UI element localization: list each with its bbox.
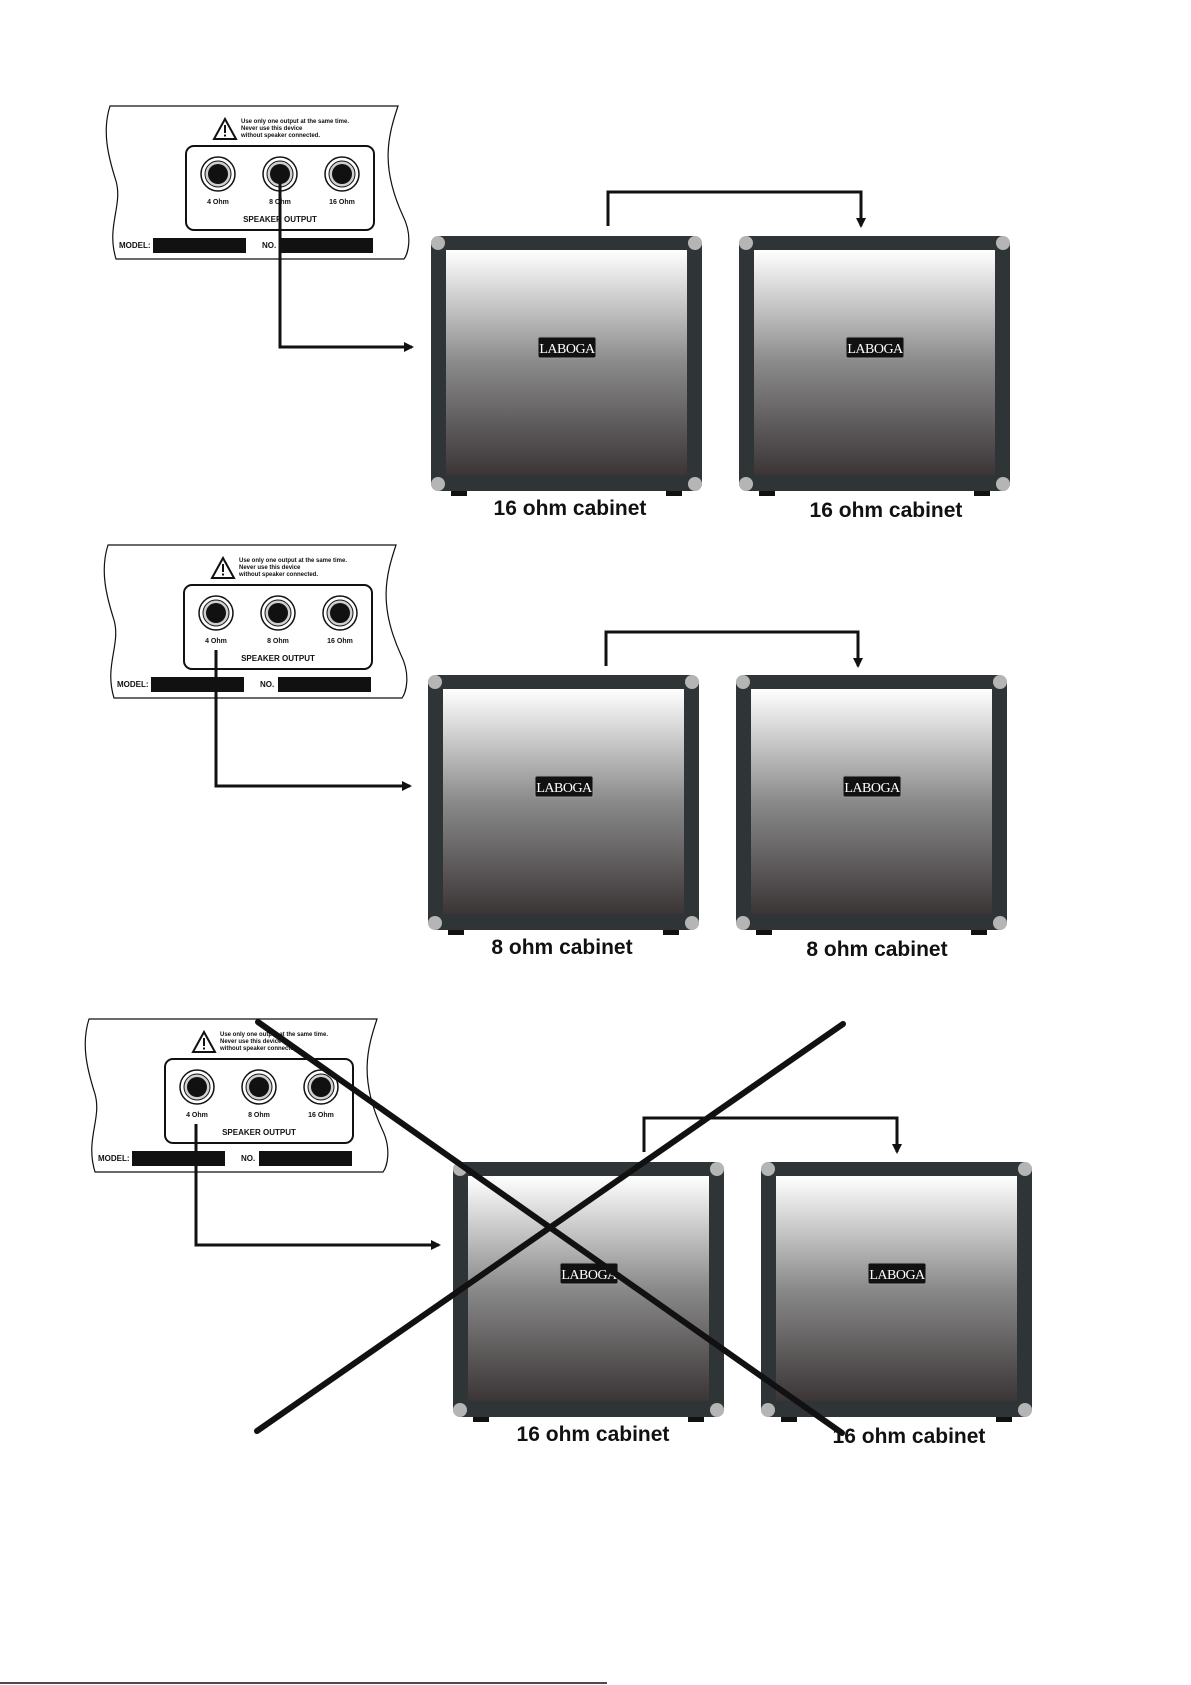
- amp-to-cabinet-cable: [214, 650, 412, 791]
- model-label: MODEL:: [98, 1154, 130, 1163]
- panel-outline: [105, 105, 410, 260]
- cabinet-label: 16 ohm cabinet: [810, 499, 963, 522]
- speaker-cabinet: LABOGA: [739, 236, 1010, 496]
- laboga-logo: LABOGA: [537, 336, 597, 359]
- diagram-2: Use only one output at the same time. Ne…: [103, 544, 1007, 961]
- jack-label-4-ohm: 4 Ohm: [205, 638, 227, 645]
- cabinet-label: 16 ohm cabinet: [494, 497, 647, 520]
- cabinet-label: 8 ohm cabinet: [491, 936, 632, 959]
- warning-line-1: Use only one output at the same time.: [239, 558, 347, 564]
- svg-text:LABOGA: LABOGA: [561, 1268, 618, 1283]
- laboga-logo: LABOGA: [534, 775, 594, 798]
- warning-line-3: without speaker connected.: [240, 133, 320, 139]
- cabinet-link-cable: [606, 190, 866, 228]
- warning-line-2: Never use this device: [220, 1039, 282, 1045]
- laboga-logo: LABOGA: [845, 336, 905, 359]
- model-label: MODEL:: [117, 680, 149, 689]
- warning-line-3: without speaker connected.: [219, 1046, 299, 1052]
- jack-group-box: [183, 584, 373, 670]
- jack-label-16-ohm: 16 Ohm: [327, 638, 353, 645]
- serial-number-plate: [259, 1151, 352, 1166]
- jack-label-8-ohm: 8 Ohm: [248, 1112, 270, 1119]
- warning-icon: [212, 116, 238, 140]
- jack-8-ohm[interactable]: [262, 156, 298, 192]
- jack-8-ohm[interactable]: [241, 1069, 277, 1105]
- warning-icon: [210, 555, 236, 579]
- warning-line-2: Never use this device: [241, 126, 303, 132]
- warning-line-3: without speaker connected.: [238, 572, 318, 578]
- cabinet-label: 16 ohm cabinet: [833, 1425, 986, 1448]
- svg-text:LABOGA: LABOGA: [539, 342, 596, 357]
- cabinet-label: 16 ohm cabinet: [517, 1423, 670, 1446]
- svg-text:LABOGA: LABOGA: [536, 781, 593, 796]
- amp-panel-3: Use only one output at the same time. Ne…: [84, 1018, 389, 1173]
- speaker-cabinet: LABOGA: [431, 236, 702, 496]
- jack-label-4-ohm: 4 Ohm: [207, 199, 229, 206]
- serial-number-plate: [280, 238, 373, 253]
- warning-icon: [191, 1029, 217, 1053]
- speaker-cabinet: LABOGA: [428, 675, 699, 935]
- warning-line-1: Use only one output at the same time.: [241, 119, 349, 125]
- cabinet-link-cable: [604, 630, 863, 668]
- cabinet-link-cable: [642, 1116, 902, 1154]
- jack-label-8-ohm: 8 Ohm: [267, 638, 289, 645]
- cabinet-label: 8 ohm cabinet: [806, 938, 947, 961]
- serial-number-label: NO.: [241, 1154, 255, 1163]
- speaker-output-label: SPEAKER OUTPUT: [222, 1128, 296, 1137]
- warning-line-2: Never use this device: [239, 565, 301, 571]
- serial-number-label: NO.: [260, 680, 274, 689]
- amp-to-cabinet-cable: [278, 176, 414, 352]
- panel-outline: [103, 544, 408, 699]
- model-label: MODEL:: [119, 241, 151, 250]
- jack-16-ohm[interactable]: [322, 595, 358, 631]
- diagram-3: Use only one output at the same time. Ne…: [84, 1018, 1032, 1448]
- speaker-output-label: SPEAKER OUTPUT: [241, 654, 315, 663]
- serial-number-plate: [278, 677, 371, 692]
- laboga-logo: LABOGA: [842, 775, 902, 798]
- jack-16-ohm[interactable]: [324, 156, 360, 192]
- speaker-cabinet: LABOGA: [761, 1162, 1032, 1422]
- jack-8-ohm[interactable]: [260, 595, 296, 631]
- jack-label-16-ohm: 16 Ohm: [329, 199, 355, 206]
- speaker-cabinet: LABOGA: [453, 1162, 724, 1422]
- model-plate: [153, 238, 246, 253]
- jack-16-ohm[interactable]: [303, 1069, 339, 1105]
- speaker-cabinet: LABOGA: [736, 675, 1007, 935]
- amp-panel-1: Use only one output at the same time. Ne…: [105, 105, 410, 260]
- jack-label-4-ohm: 4 Ohm: [186, 1112, 208, 1119]
- amp-panel-2: Use only one output at the same time. Ne…: [103, 544, 408, 699]
- diagram-1: Use only one output at the same time. Ne…: [105, 105, 1010, 522]
- jack-4-ohm[interactable]: [179, 1069, 215, 1105]
- cross-out-mark: [254, 1019, 846, 1436]
- jack-group-box: [164, 1058, 354, 1144]
- svg-text:LABOGA: LABOGA: [847, 342, 904, 357]
- serial-number-label: NO.: [262, 241, 276, 250]
- amp-to-cabinet-cable: [194, 1124, 441, 1250]
- jack-4-ohm[interactable]: [198, 595, 234, 631]
- model-plate: [132, 1151, 225, 1166]
- laboga-logo: LABOGA: [867, 1262, 927, 1285]
- model-plate: [151, 677, 244, 692]
- svg-text:LABOGA: LABOGA: [844, 781, 901, 796]
- jack-4-ohm[interactable]: [200, 156, 236, 192]
- jack-label-16-ohm: 16 Ohm: [308, 1112, 334, 1119]
- svg-text:LABOGA: LABOGA: [869, 1268, 926, 1283]
